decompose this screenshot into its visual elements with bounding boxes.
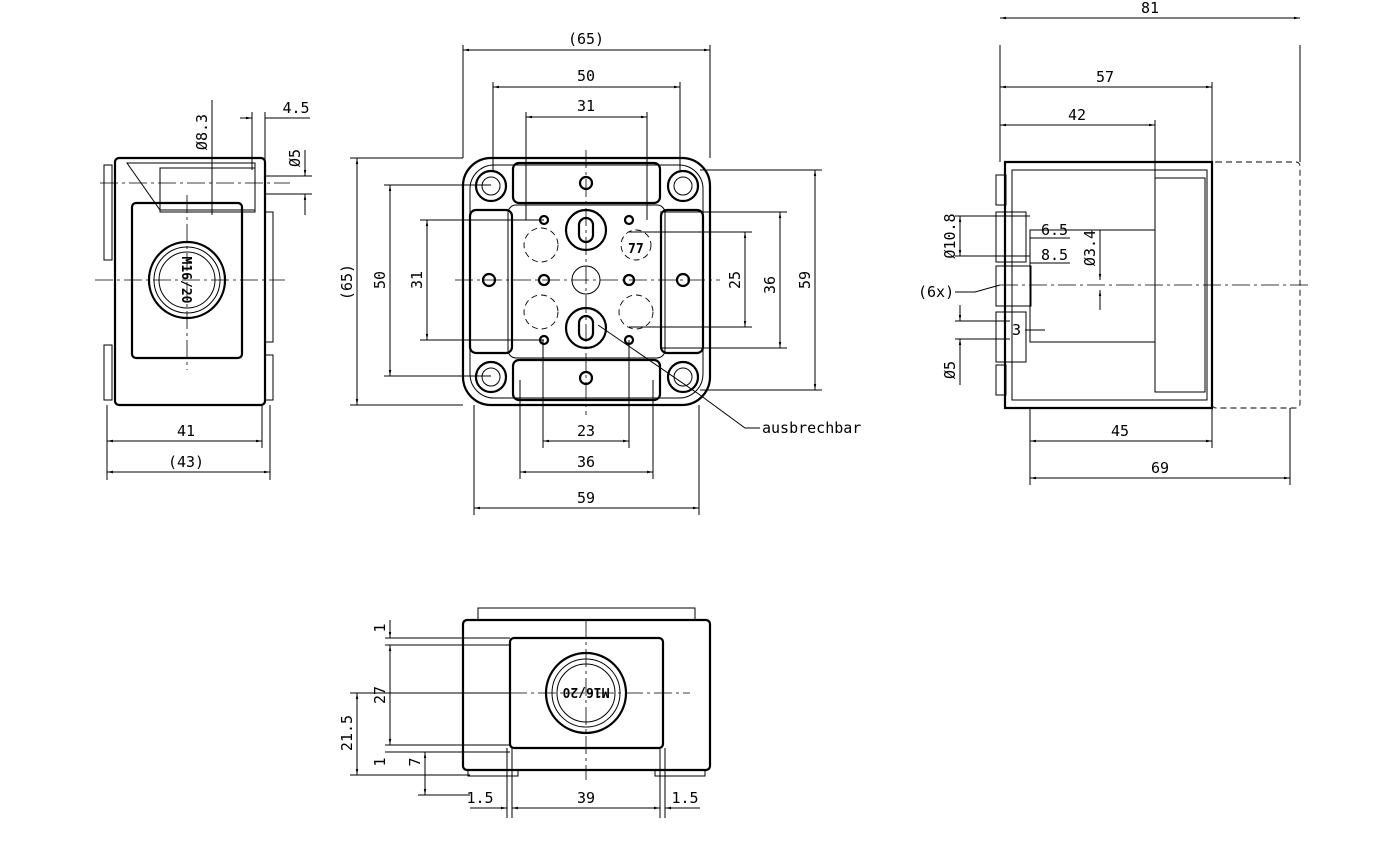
enclosure-outline [461, 156, 712, 407]
dim-bottom-1-5-right: 1.5 [671, 789, 698, 807]
dim-left-dia-5: Ø5 [286, 149, 304, 167]
dim-right-42: 42 [1068, 106, 1086, 124]
dim-left-4-5: 4.5 [282, 99, 309, 117]
dim-right-8-5: 8.5 [1041, 246, 1068, 264]
dim-bottom-1-top: 1 [371, 623, 389, 632]
dim-front-v31: 31 [408, 271, 426, 289]
dim-bottom-21-5: 21.5 [338, 715, 356, 751]
dim-left-41: 41 [177, 422, 195, 440]
dim-right-6x: (6x) [918, 283, 954, 301]
dim-left-43: (43) [168, 453, 204, 471]
dim-front-v50: 50 [371, 271, 389, 289]
dim-bottom-39: 39 [577, 789, 595, 807]
marking-text: 77 [628, 242, 644, 257]
dim-bottom-7: 7 [406, 757, 424, 766]
dim-right-dia-3-4: Ø3.4 [1081, 230, 1099, 266]
bottom-view: M16/20 1 27 21.5 1 7 1.5 39 1.5 [338, 607, 712, 818]
dim-front-31: 31 [577, 97, 595, 115]
left-view: M16/20 Ø8.3 4.5 Ø5 41 (43) [95, 99, 312, 480]
front-view: 77 [338, 30, 861, 515]
dim-bottom-1-5-left: 1.5 [466, 789, 493, 807]
dim-front-23: 23 [577, 422, 595, 440]
corner-screw-holes [474, 169, 700, 394]
dim-right-45: 45 [1111, 422, 1129, 440]
dim-right-57: 57 [1096, 68, 1114, 86]
right-view: 81 57 42 Ø10.8 6.5 8.5 Ø3.4 (6x) 3 Ø5 45… [918, 0, 1310, 485]
callout-ausbrechbar: ausbrechbar [762, 419, 861, 437]
dim-right-81: 81 [1141, 0, 1159, 17]
dim-front-height-overall: (65) [338, 264, 356, 300]
dim-front-59: 59 [577, 489, 595, 507]
dim-bottom-27: 27 [371, 686, 389, 704]
dim-front-v25: 25 [726, 271, 744, 289]
dim-right-dia-10-8: Ø10.8 [941, 213, 959, 258]
dim-front-width-overall: (65) [568, 30, 604, 48]
dim-bottom-1-lower: 1 [371, 757, 389, 766]
dim-right-6-5: 6.5 [1041, 221, 1068, 239]
dim-left-dia-8-3: Ø8.3 [193, 114, 211, 150]
dim-right-69: 69 [1151, 459, 1169, 477]
dim-front-v36: 36 [761, 276, 779, 294]
dim-right-dia-5: Ø5 [941, 361, 959, 379]
dim-right-3: 3 [1012, 321, 1021, 339]
dim-front-50: 50 [577, 67, 595, 85]
dim-front-36: 36 [577, 453, 595, 471]
dim-front-v59: 59 [796, 271, 814, 289]
